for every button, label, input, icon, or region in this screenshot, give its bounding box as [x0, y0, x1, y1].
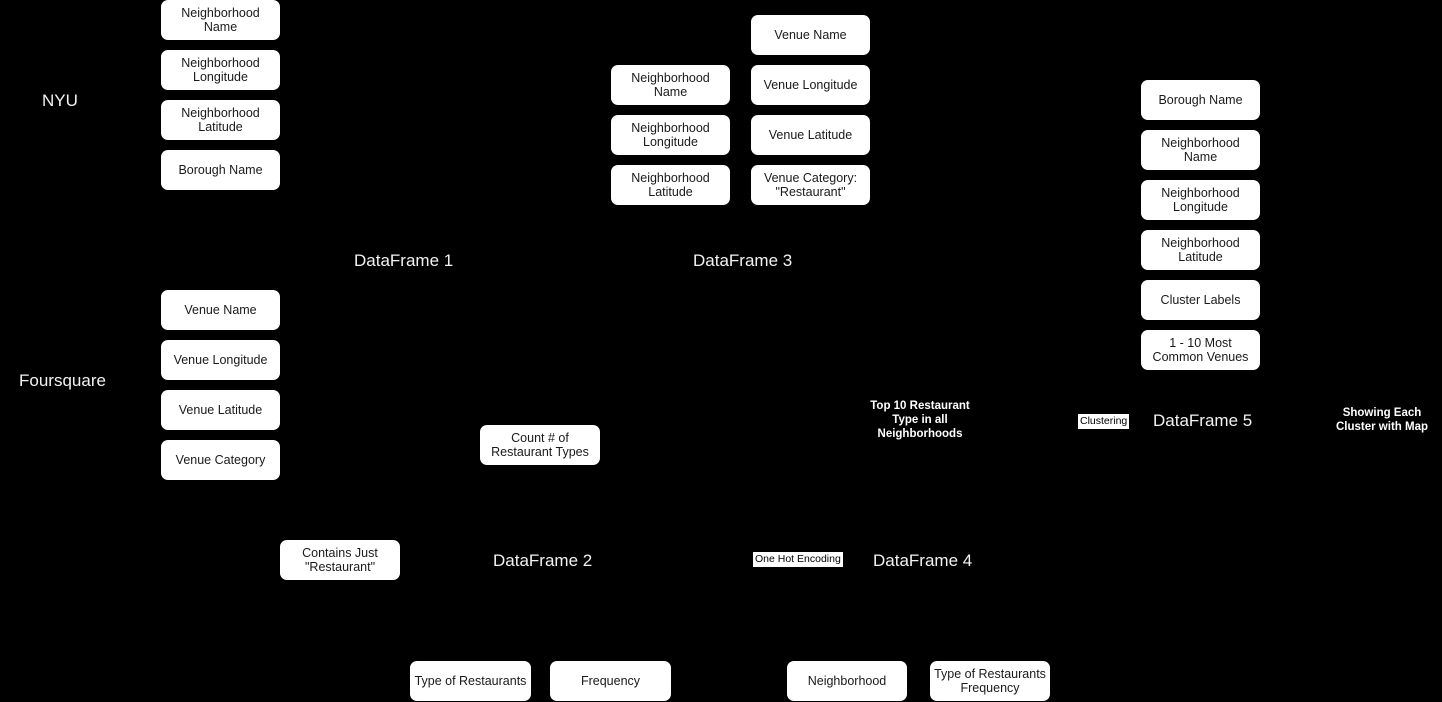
field-box-neighborhood-name[interactable]: Neighborhood Name	[611, 65, 730, 105]
field-box-venue-longitude[interactable]: Venue Longitude	[751, 65, 870, 105]
field-box-neighborhood-latitude[interactable]: Neighborhood Latitude	[611, 165, 730, 205]
field-box-neighborhood-latitude[interactable]: Neighborhood Latitude	[1141, 230, 1260, 270]
label-dataframe-5: DataFrame 5	[1153, 411, 1253, 430]
frequency-box[interactable]: Frequency	[550, 661, 671, 701]
field-box-neighborhood-latitude[interactable]: Neighborhood Latitude	[161, 100, 280, 140]
field-box-venue-category-restaurant[interactable]: Venue Category: "Restaurant"	[751, 165, 870, 205]
top-10-restaurant-type-label: Top 10 Restaurant Type in all Neighborho…	[870, 400, 970, 440]
type-of-restaurants-frequency-box[interactable]: Type of Restaurants Frequency	[930, 661, 1050, 701]
field-box-borough-name[interactable]: Borough Name	[161, 150, 280, 190]
field-box-neighborhood-name[interactable]: Neighborhood Name	[1141, 130, 1260, 170]
field-box-venue-longitude[interactable]: Venue Longitude	[161, 340, 280, 380]
field-box-neighborhood-longitude[interactable]: Neighborhood Longitude	[611, 115, 730, 155]
neighborhood-box[interactable]: Neighborhood	[787, 661, 907, 701]
label-dataframe-3: DataFrame 3	[693, 251, 793, 270]
count-restaurant-types-box[interactable]: Count # of Restaurant Types	[480, 425, 600, 465]
field-box-venue-category[interactable]: Venue Category	[161, 440, 280, 480]
field-box-neighborhood-name[interactable]: Neighborhood Name	[161, 0, 280, 40]
source-label-nyu: NYU	[42, 91, 78, 110]
clustering-tag[interactable]: Clustering	[1078, 414, 1130, 429]
field-box-venue-latitude[interactable]: Venue Latitude	[161, 390, 280, 430]
contains-just-restaurant-box[interactable]: Contains Just "Restaurant"	[280, 540, 400, 580]
label-dataframe-4: DataFrame 4	[873, 551, 973, 570]
field-box-venue-name[interactable]: Venue Name	[751, 15, 870, 55]
field-box-venue-name[interactable]: Venue Name	[161, 290, 280, 330]
label-dataframe-2: DataFrame 2	[493, 551, 593, 570]
showing-each-cluster-with-map-label: Showing Each Cluster with Map	[1335, 407, 1428, 433]
field-box-cluster-labels[interactable]: Cluster Labels	[1141, 280, 1260, 320]
field-box-borough-name[interactable]: Borough Name	[1141, 80, 1260, 120]
field-box-1-10-most-common-venues[interactable]: 1 - 10 Most Common Venues	[1141, 330, 1260, 370]
field-box-neighborhood-longitude[interactable]: Neighborhood Longitude	[161, 50, 280, 90]
label-dataframe-1: DataFrame 1	[354, 251, 454, 270]
field-box-neighborhood-longitude[interactable]: Neighborhood Longitude	[1141, 180, 1260, 220]
source-label-foursquare: Foursquare	[19, 371, 106, 390]
type-of-restaurants-box[interactable]: Type of Restaurants	[410, 661, 531, 701]
field-box-venue-latitude[interactable]: Venue Latitude	[751, 115, 870, 155]
one-hot-encoding-tag[interactable]: One Hot Encoding	[753, 552, 843, 567]
